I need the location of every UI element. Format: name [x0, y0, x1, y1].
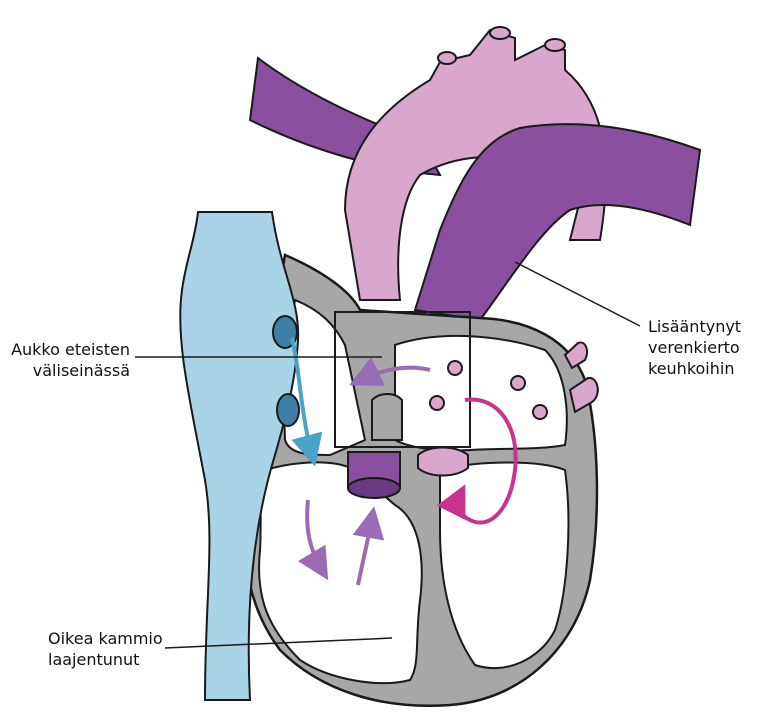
- pulmonary-vein-stub-upper: [563, 341, 588, 370]
- aorta-branch-1: [437, 51, 457, 65]
- label-pulmonary-flow: Lisääntynyt verenkierto keuhkoihin: [648, 316, 766, 379]
- leader-right-ventricle: [164, 637, 393, 649]
- arrow-purple-rv-up: [352, 506, 385, 586]
- aorta-branch-3: [544, 38, 566, 52]
- label-pulmonary-flow-line3: keuhkoihin: [648, 359, 735, 378]
- arrow-purple-shunt: [349, 356, 431, 386]
- label-pulmonary-flow-line2: verenkierto: [648, 338, 740, 357]
- arrow-blue-venous-return: [290, 337, 323, 467]
- vena-cava: [179, 211, 300, 701]
- atrial-septum: [371, 393, 403, 441]
- vena-cava-opening-lower: [276, 393, 300, 427]
- arrow-magenta-lv: [436, 397, 518, 525]
- pulmonary-artery: [413, 123, 702, 322]
- pulmonary-vein-stub-lower: [568, 376, 599, 414]
- pulmonary-vein-1: [447, 360, 463, 376]
- label-right-ventricle-line1: Oikea kammio: [48, 629, 163, 648]
- septum-highlight-box: [334, 311, 471, 448]
- leader-pulmonary-flow: [514, 261, 641, 327]
- pulmonary-valve-top: [347, 477, 401, 499]
- arrow-purple-rv-down: [297, 499, 329, 581]
- aortic-valve: [417, 446, 469, 477]
- label-right-ventricle-line2: laajentunut: [48, 650, 140, 669]
- left-atrium: [394, 334, 568, 452]
- label-septum-hole-line2: väliseinässä: [32, 361, 130, 380]
- label-pulmonary-flow-line1: Lisääntynyt: [648, 317, 742, 336]
- pulmonary-vein-3: [429, 395, 445, 411]
- pulmonary-vein-2: [510, 375, 526, 391]
- label-right-ventricle: Oikea kammio laajentunut: [48, 628, 168, 670]
- label-septum-hole: Aukko eteisten väliseinässä: [2, 339, 130, 381]
- left-ventricle: [439, 461, 570, 670]
- aorta-branch-2: [489, 26, 511, 40]
- label-septum-hole-line1: Aukko eteisten: [11, 340, 130, 359]
- pulmonary-vein-4: [532, 404, 548, 420]
